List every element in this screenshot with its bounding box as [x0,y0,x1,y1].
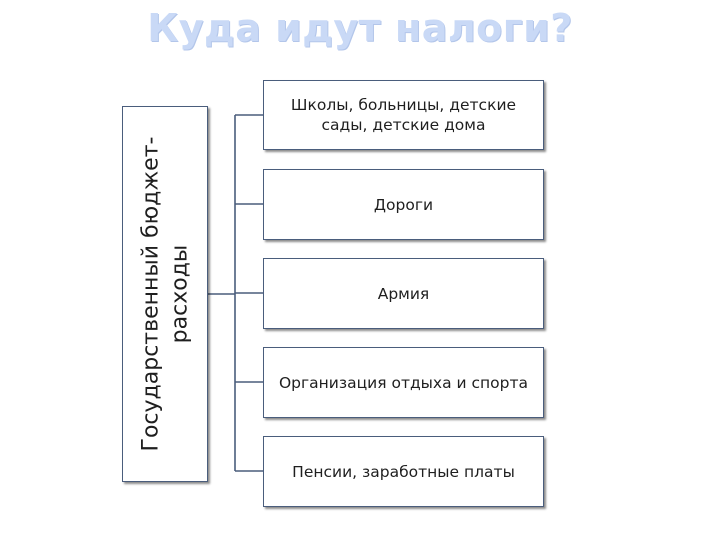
item-box-army: Армия [263,258,544,329]
item-label-pensions-salaries: Пенсии, заработные платы [292,462,515,481]
item-box-pensions-salaries: Пенсии, заработные платы [263,436,544,507]
item-label-leisure-sport: Организация отдыха и спорта [278,373,529,392]
budget-root-line-1: Государственный бюджет- [138,136,163,452]
page-title: Куда идут налоги? [147,6,573,50]
item-label-army: Армия [377,284,430,303]
budget-root-line-2: расходы [167,244,192,344]
item-box-leisure-sport: Организация отдыха и спорта [263,347,544,418]
item-label-roads: Дороги [373,195,434,214]
budget-root-label: Государственный бюджет- расходы [136,137,194,452]
item-box-schools: Школы, больницы, детские сады, детские д… [263,80,544,150]
item-label-schools: Школы, больницы, детские сады, детские д… [290,96,517,134]
budget-root-box: Государственный бюджет- расходы [122,106,208,482]
item-box-roads: Дороги [263,169,544,240]
